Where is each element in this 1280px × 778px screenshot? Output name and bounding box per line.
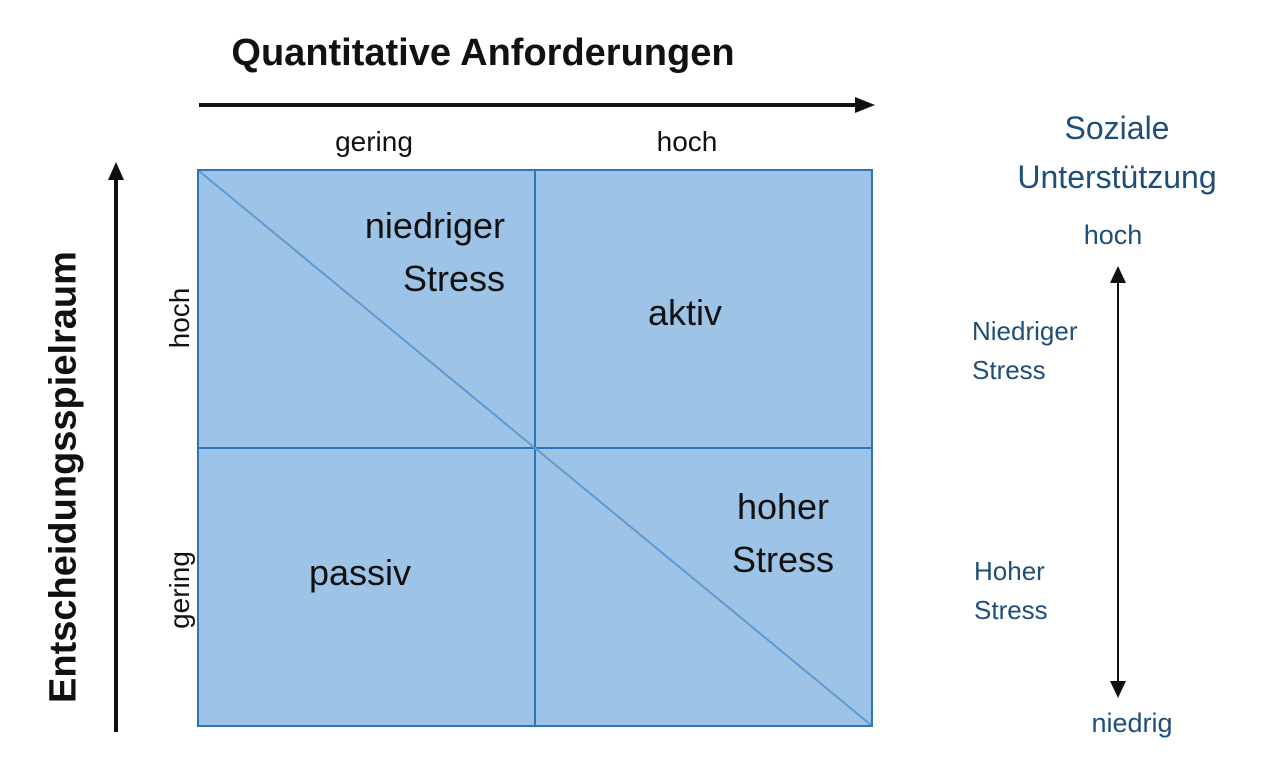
- social-label-niedriger-stress-line1: Niedriger: [972, 316, 1078, 346]
- y-axis-title: Entscheidungsspielraum: [42, 251, 85, 703]
- social-label-hoher-stress-line1: Hoher: [974, 556, 1045, 586]
- label-passiv: passiv: [308, 552, 412, 593]
- social-label-niedriger-stress-line2: Stress: [972, 355, 1046, 385]
- social-support-title-line1: Soziale: [1064, 110, 1170, 146]
- label-aktiv: aktiv: [647, 292, 723, 333]
- y-axis-label-gering: gering: [164, 551, 195, 629]
- x-axis-label-gering: gering: [335, 126, 413, 157]
- social-support-title: Soziale Unterstützung: [1017, 104, 1216, 202]
- y-axis-arrow: [108, 162, 124, 732]
- label-niedriger-stress-line1: niedriger: [364, 205, 505, 246]
- y-axis-label-hoch: hoch: [164, 287, 195, 349]
- quadrant-matrix: niedriger Stress aktiv passiv hoher Stre…: [197, 169, 873, 727]
- x-axis-arrow: [199, 97, 875, 113]
- social-label-niedriger-stress: Niedriger Stress: [972, 312, 1078, 390]
- social-scale-label-hoch: hoch: [1083, 220, 1143, 250]
- label-hoher-stress-line1: hoher: [736, 486, 830, 527]
- social-label-hoher-stress-line2: Stress: [974, 595, 1048, 625]
- x-axis-label-hoch: hoch: [656, 126, 718, 157]
- social-label-hoher-stress: Hoher Stress: [974, 552, 1048, 630]
- x-axis-title: Quantitative Anforderungen: [231, 32, 735, 74]
- social-support-title-line2: Unterstützung: [1017, 159, 1217, 195]
- label-hoher-stress-line2: Stress: [731, 539, 835, 580]
- social-support-arrow: [1110, 266, 1126, 698]
- social-scale-label-niedrig: niedrig: [1091, 708, 1173, 738]
- label-hoher-stress: hoher Stress: [732, 480, 834, 586]
- label-niedriger-stress-line2: Stress: [402, 258, 505, 299]
- label-niedriger-stress: niedriger Stress: [199, 199, 505, 305]
